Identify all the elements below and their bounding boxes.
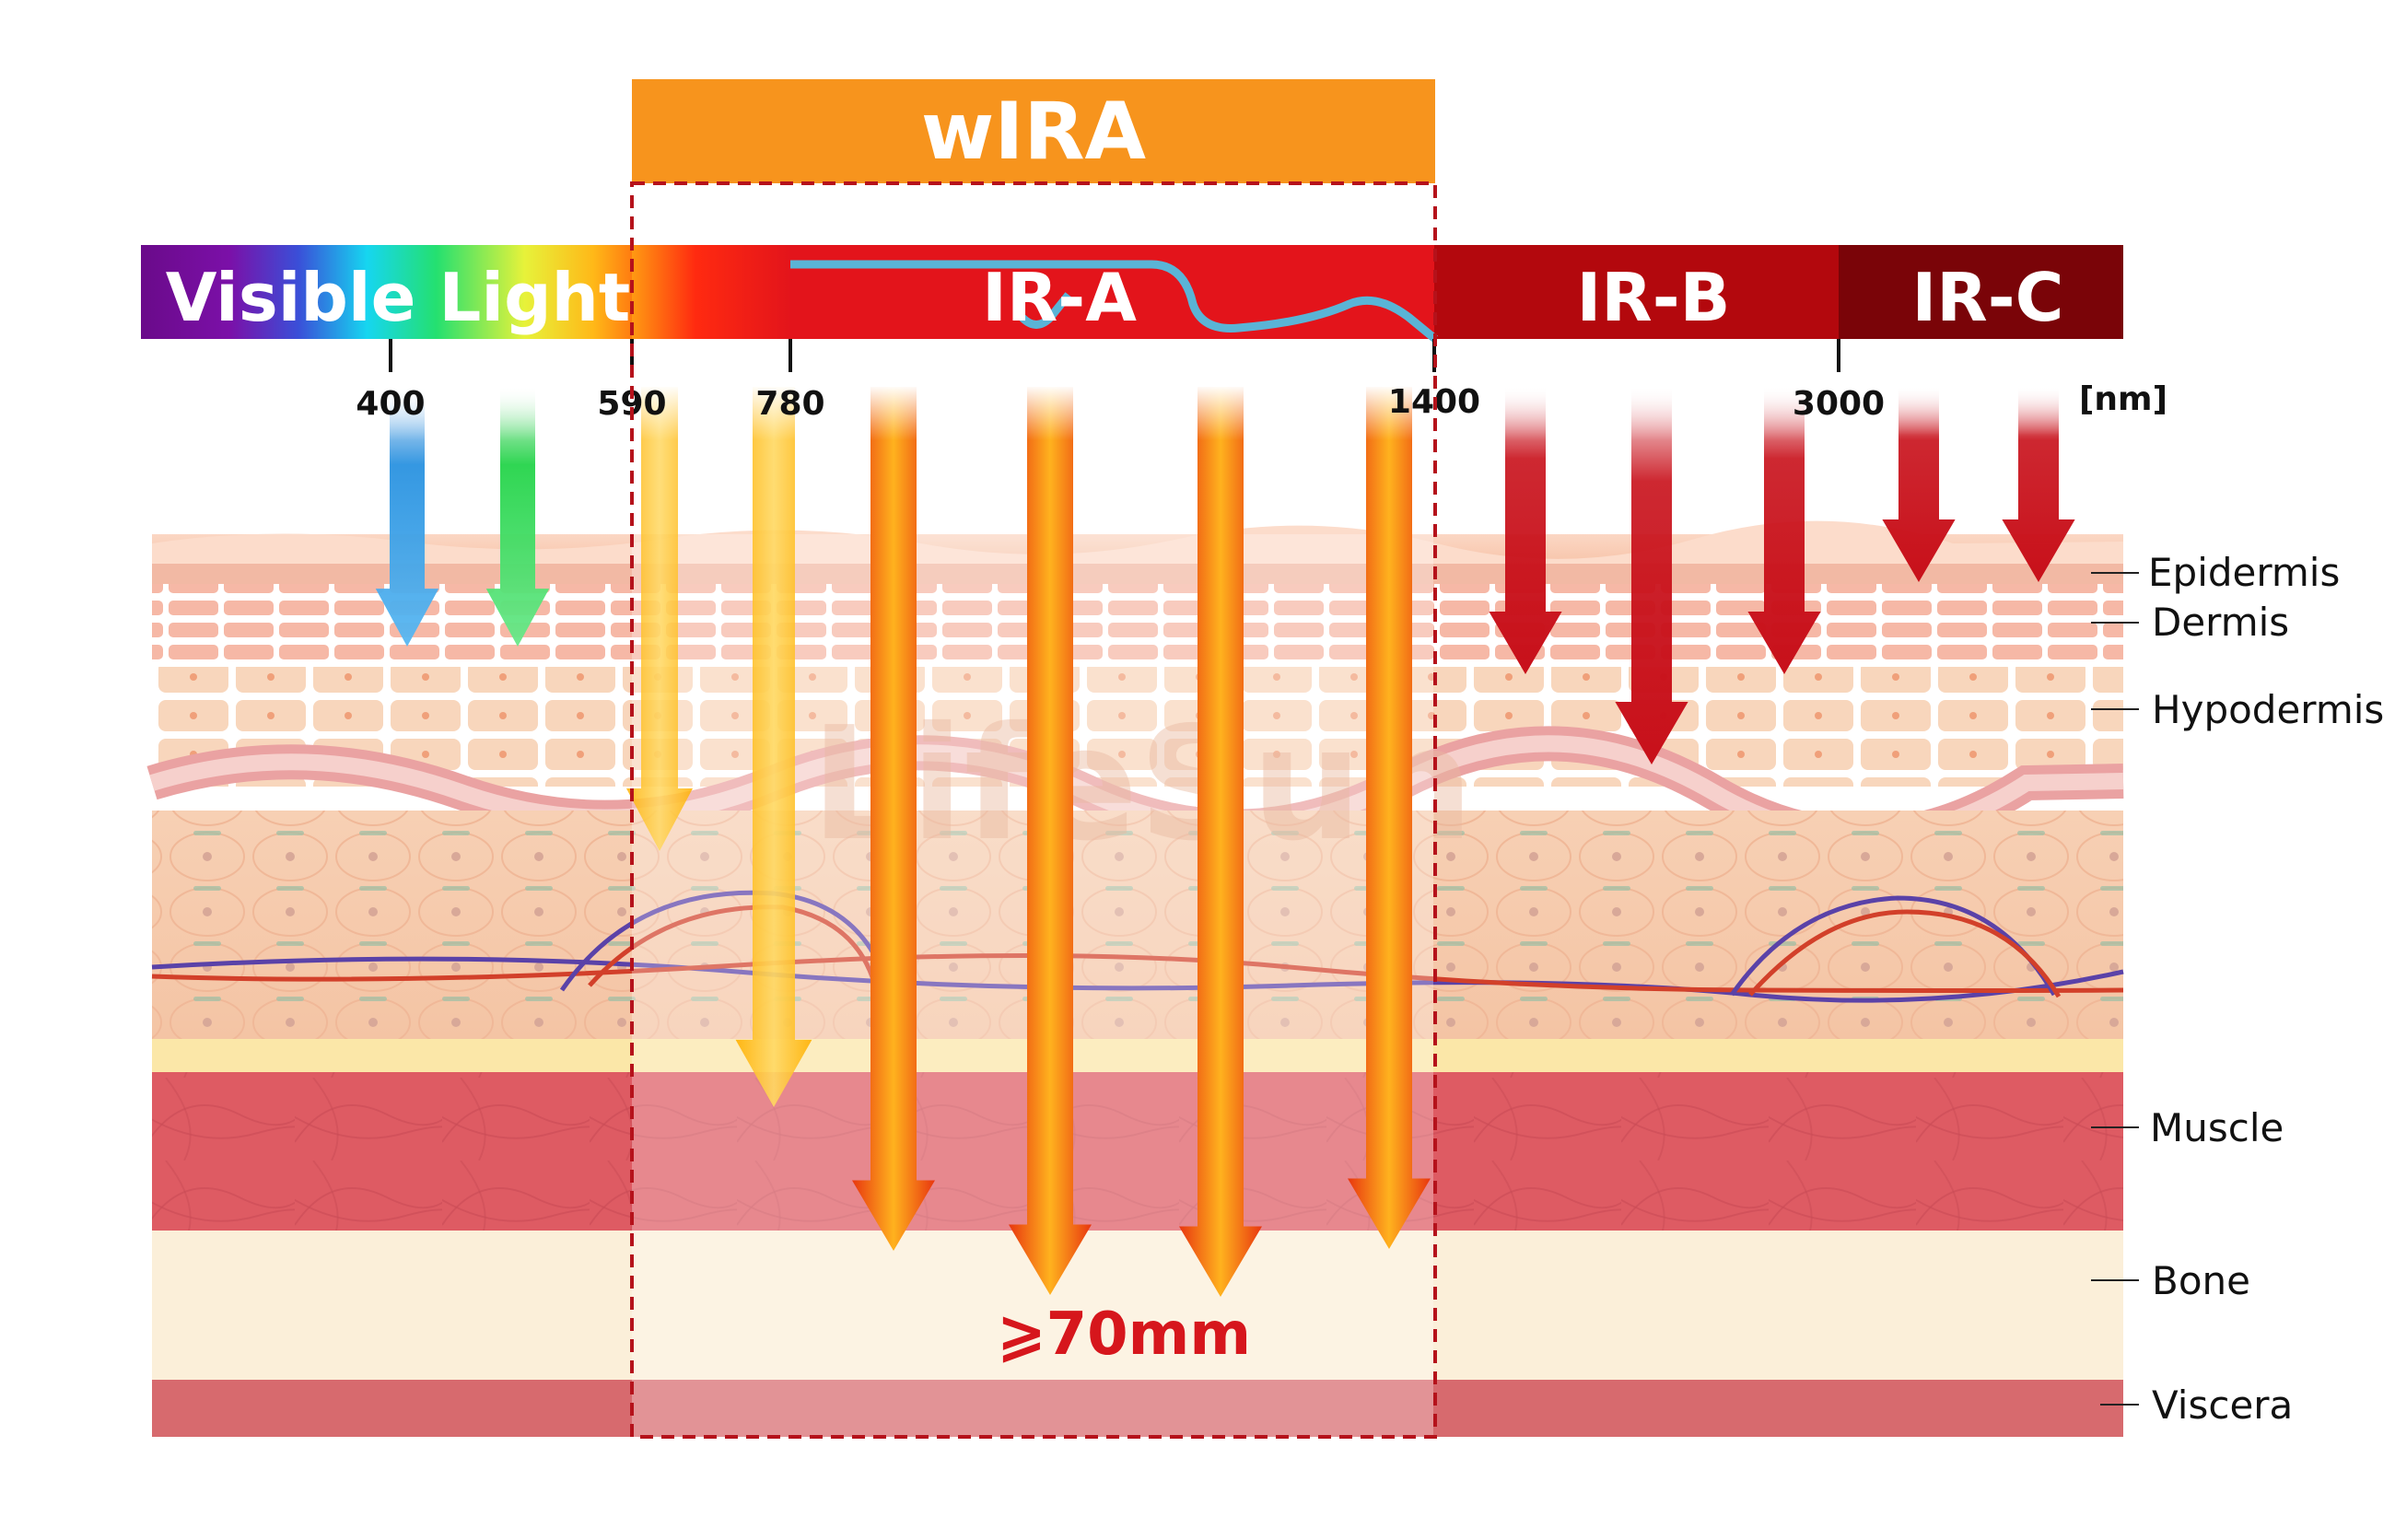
irb-arrow-1-fade — [1503, 385, 1548, 440]
irb-arrow-3-fade — [1762, 385, 1806, 440]
ira-arrow-1 — [852, 387, 935, 1251]
ir-c-label: IR-C — [1912, 259, 2064, 336]
wavelength-axis: 400 590 780 1400 3000 [nm] — [356, 339, 2167, 423]
ir-c-band — [1839, 245, 2123, 339]
yellow-590-arrow-fade — [639, 385, 680, 440]
ira-arrow-2 — [1009, 387, 1092, 1295]
vessel-arc-right-red — [1748, 909, 2062, 998]
penetration-arrows — [375, 385, 2075, 1297]
viscera-label: Viscera — [2152, 1382, 2293, 1428]
irb-arrow-2-fade — [1630, 385, 1674, 440]
layer-labels: Epidermis Dermis Hypodermis Muscle Bone … — [2091, 550, 2384, 1428]
yellow-780-arrow — [735, 387, 812, 1107]
tick-label-780: 780 — [755, 385, 824, 423]
blue-visible-arrow-fade — [388, 385, 426, 440]
yellow-780-arrow-fade — [751, 385, 797, 440]
watermark-text: LifeSun — [811, 694, 1474, 876]
depth-label: ⩾70mm — [997, 1301, 1251, 1369]
wira-header-label: wIRA — [921, 86, 1147, 178]
epidermis-label: Epidermis — [2148, 550, 2340, 595]
ira-arrow-4 — [1348, 387, 1431, 1249]
tissue-layers — [146, 520, 2124, 1437]
water-filter-curve-dip — [1019, 292, 1072, 329]
visible-light-label: Visible Light — [166, 259, 631, 336]
irb-arrow-2 — [1615, 387, 1688, 764]
muscle-label: Muscle — [2150, 1105, 2284, 1150]
ira-arrow-3-fade — [1196, 385, 1245, 440]
hypodermis-band — [152, 667, 2123, 787]
ira-arrow-4-fade — [1364, 385, 1414, 440]
viscera-band — [152, 1380, 2123, 1437]
green-visible-arrow — [485, 387, 550, 647]
ir-b-band — [1434, 245, 1840, 339]
ira-arrow-2-fade — [1025, 385, 1075, 440]
visible-light-band — [141, 245, 633, 339]
ir-a-label: IR-A — [982, 259, 1137, 336]
spectrum-bar: Visible Light IR-A IR-B IR-C — [141, 245, 2123, 343]
wira-dashed-outline — [630, 181, 1437, 1439]
dermis-label: Dermis — [2152, 600, 2289, 645]
tick-label-3000: 3000 — [1793, 385, 1885, 423]
tick-label-400: 400 — [356, 385, 425, 423]
ira-arrow-3 — [1179, 387, 1262, 1297]
hypodermis-label: Hypodermis — [2152, 687, 2384, 732]
irb-arrow-3 — [1747, 387, 1821, 674]
irc-arrow-2-fade — [2016, 385, 2061, 440]
bone-band — [152, 1231, 2123, 1380]
wira-header-bar — [632, 79, 1435, 183]
ira-arrow-1-fade — [869, 385, 918, 440]
blue-visible-arrow — [375, 387, 439, 647]
ir-b-label: IR-B — [1577, 259, 1731, 336]
irb-arrow-1 — [1489, 387, 1562, 674]
fat-boundary-band — [152, 1039, 2123, 1072]
water-filter-curve — [790, 260, 1438, 343]
yellow-590-arrow — [626, 387, 693, 851]
subcutaneous-cells — [152, 811, 2123, 1041]
vessel-wave-inner — [149, 735, 2124, 845]
bone-label: Bone — [2152, 1258, 2250, 1303]
green-visible-arrow-fade — [498, 385, 537, 440]
transition-band — [632, 245, 791, 339]
unit-label: [nm] — [2079, 380, 2167, 418]
muscle-fibers — [152, 1072, 2123, 1231]
irc-arrow-1-fade — [1897, 385, 1941, 440]
